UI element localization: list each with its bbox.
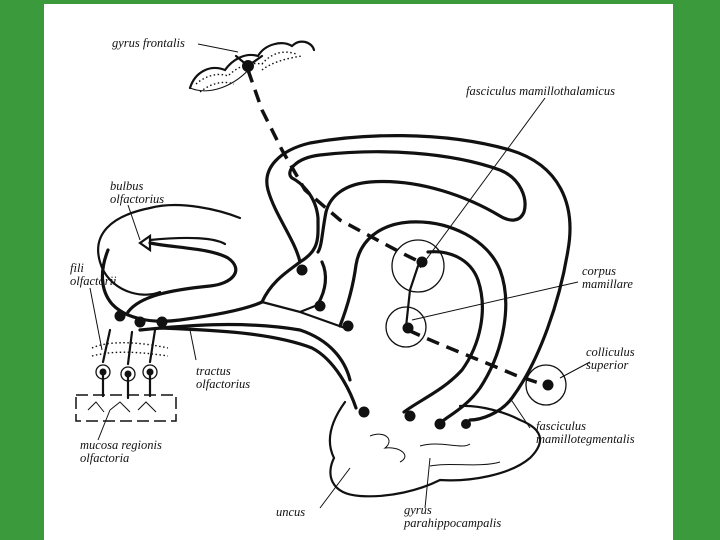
uncus-parahippocampal-outline: [328, 400, 542, 498]
label-fili-2: olfactorii: [70, 274, 117, 288]
label-fili-1: fili: [70, 261, 84, 275]
label-gyrus-parahippocampalis-1: gyrus: [404, 503, 432, 517]
receptor-cell-2: [124, 370, 132, 378]
tract-neuron-3: [342, 320, 354, 332]
label-fasciculus-mt-2: mamillotegmentalis: [536, 432, 635, 446]
limbic-arch-tracts: [260, 133, 572, 422]
label-tractus-1: tractus: [196, 364, 231, 378]
projection-dashed-pathway: [246, 69, 421, 264]
mamillary-neuron-lower: [402, 322, 414, 334]
bulb-neuron-3: [156, 316, 168, 328]
tract-neuron-2: [314, 300, 326, 312]
uncus-neuron: [358, 406, 370, 418]
receptor-ring-3: [142, 364, 158, 380]
leader-lines: [89, 43, 591, 509]
label-corpus-mamillare-2: mamillare: [582, 277, 633, 291]
bulb-neuron-1: [114, 310, 126, 322]
label-fasciculus-mamillothalamicus: fasciculus mamillothalamicus: [466, 84, 615, 98]
label-corpus-mamillare-1: corpus: [582, 264, 616, 278]
hippocampal-neuron-1: [404, 410, 416, 422]
label-bulbus-1: bulbus: [110, 179, 143, 193]
receptor-cells: [91, 328, 169, 400]
receptor-ring-1: [95, 364, 111, 380]
label-uncus: uncus: [276, 505, 305, 519]
mamillothalamic-connection: [404, 264, 420, 329]
mamillary-neuron-upper: [416, 256, 428, 268]
slide-background: [44, 4, 673, 540]
receptor-cell-1: [99, 368, 107, 376]
label-colliculus-1: colliculus: [586, 345, 635, 359]
neuron-bodies: [95, 54, 554, 430]
olfactory-tract: [97, 204, 358, 410]
label-fasciculus-mt-1: fasciculus: [536, 419, 586, 433]
label-gyrus-frontalis: gyrus frontalis: [112, 36, 185, 50]
label-mucosa-2: olfactoria: [80, 451, 129, 465]
mamillotegmental-dashed-pathway: [407, 328, 546, 387]
hippocampal-neuron-3: [461, 419, 471, 429]
label-mucosa-1: mucosa regionis: [80, 438, 162, 452]
receptor-cell-3: [146, 368, 154, 376]
labels: gyrus frontalis fasciculus mamillothalam…: [70, 36, 635, 530]
colliculus-superior-ring: [525, 364, 567, 406]
tract-neuron-1: [296, 264, 308, 276]
bulb-neuron-2: [134, 316, 146, 328]
colliculus-neuron: [542, 379, 554, 391]
label-bulbus-2: olfactorius: [110, 192, 164, 206]
label-gyrus-parahippocampalis-2: parahippocampalis: [403, 516, 501, 530]
hippocampal-neuron-2: [434, 418, 446, 430]
olfactory-mucosa-box: [75, 394, 177, 422]
label-colliculus-2: superior: [586, 358, 629, 372]
corpus-mamillare-upper-ring: [391, 239, 445, 293]
receptor-ring-2: [120, 366, 136, 382]
corpus-mamillare-lower-ring: [385, 306, 427, 348]
label-tractus-2: olfactorius: [196, 377, 250, 391]
